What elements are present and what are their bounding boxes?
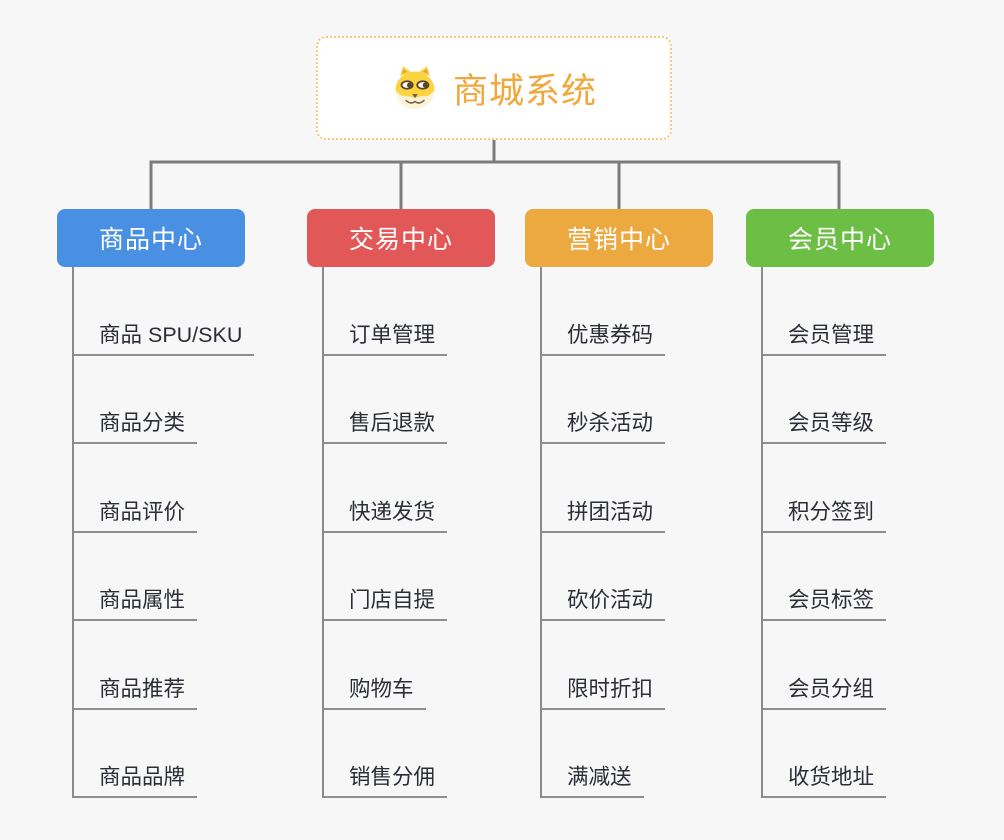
node-shopping-cart[interactable]: 购物车 [322, 621, 426, 710]
branch-header-trade[interactable]: 交易中心 [307, 209, 495, 267]
node-order-management[interactable]: 订单管理 [322, 267, 448, 356]
node-coupon-code[interactable]: 优惠券码 [540, 267, 666, 356]
node-points-checkin[interactable]: 积分签到 [761, 444, 887, 533]
node-flash-sale[interactable]: 秒杀活动 [540, 356, 666, 444]
node-member-tag[interactable]: 会员标签 [761, 533, 887, 621]
node-product-attribute[interactable]: 商品属性 [72, 533, 198, 621]
branch-member-center: 会员中心 会员管理 会员等级 积分签到 会员标签 会员分组 收货地址 [746, 209, 934, 798]
node-product-recommend[interactable]: 商品推荐 [72, 621, 198, 710]
branch-trunk-line [72, 267, 74, 798]
node-shipping-address[interactable]: 收货地址 [761, 710, 887, 798]
node-member-group[interactable]: 会员分组 [761, 621, 887, 710]
branch-trunk-line [540, 267, 542, 798]
node-member-level[interactable]: 会员等级 [761, 356, 887, 444]
root-node[interactable]: 商城系统 [316, 36, 672, 140]
node-full-reduction[interactable]: 满减送 [540, 710, 644, 798]
node-store-pickup[interactable]: 门店自提 [322, 533, 448, 621]
branch-trunk-line [761, 267, 763, 798]
branch-header-product[interactable]: 商品中心 [57, 209, 245, 267]
node-group-buy[interactable]: 拼团活动 [540, 444, 666, 533]
shiba-dog-icon [395, 66, 435, 109]
branch-header-marketing[interactable]: 营销中心 [525, 209, 713, 267]
node-limited-time-discount[interactable]: 限时折扣 [540, 621, 666, 710]
node-express-delivery[interactable]: 快递发货 [322, 444, 448, 533]
branch-trade-center: 交易中心 订单管理 售后退款 快递发货 门店自提 购物车 销售分佣 [307, 209, 495, 798]
node-sales-commission[interactable]: 销售分佣 [322, 710, 448, 798]
node-product-category[interactable]: 商品分类 [72, 356, 198, 444]
node-product-spu-sku[interactable]: 商品 SPU/SKU [72, 267, 255, 356]
node-product-brand[interactable]: 商品品牌 [72, 710, 198, 798]
branch-product-center: 商品中心 商品 SPU/SKU 商品分类 商品评价 商品属性 商品推荐 商品品牌 [57, 209, 255, 798]
branch-marketing-center: 营销中心 优惠券码 秒杀活动 拼团活动 砍价活动 限时折扣 满减送 [525, 209, 713, 798]
node-product-review[interactable]: 商品评价 [72, 444, 198, 533]
branch-trunk-line [322, 267, 324, 798]
root-title: 商城系统 [452, 71, 597, 111]
node-member-management[interactable]: 会员管理 [761, 267, 887, 356]
branch-header-member[interactable]: 会员中心 [746, 209, 934, 267]
node-after-sale-refund[interactable]: 售后退款 [322, 356, 448, 444]
node-bargain-activity[interactable]: 砍价活动 [540, 533, 666, 621]
